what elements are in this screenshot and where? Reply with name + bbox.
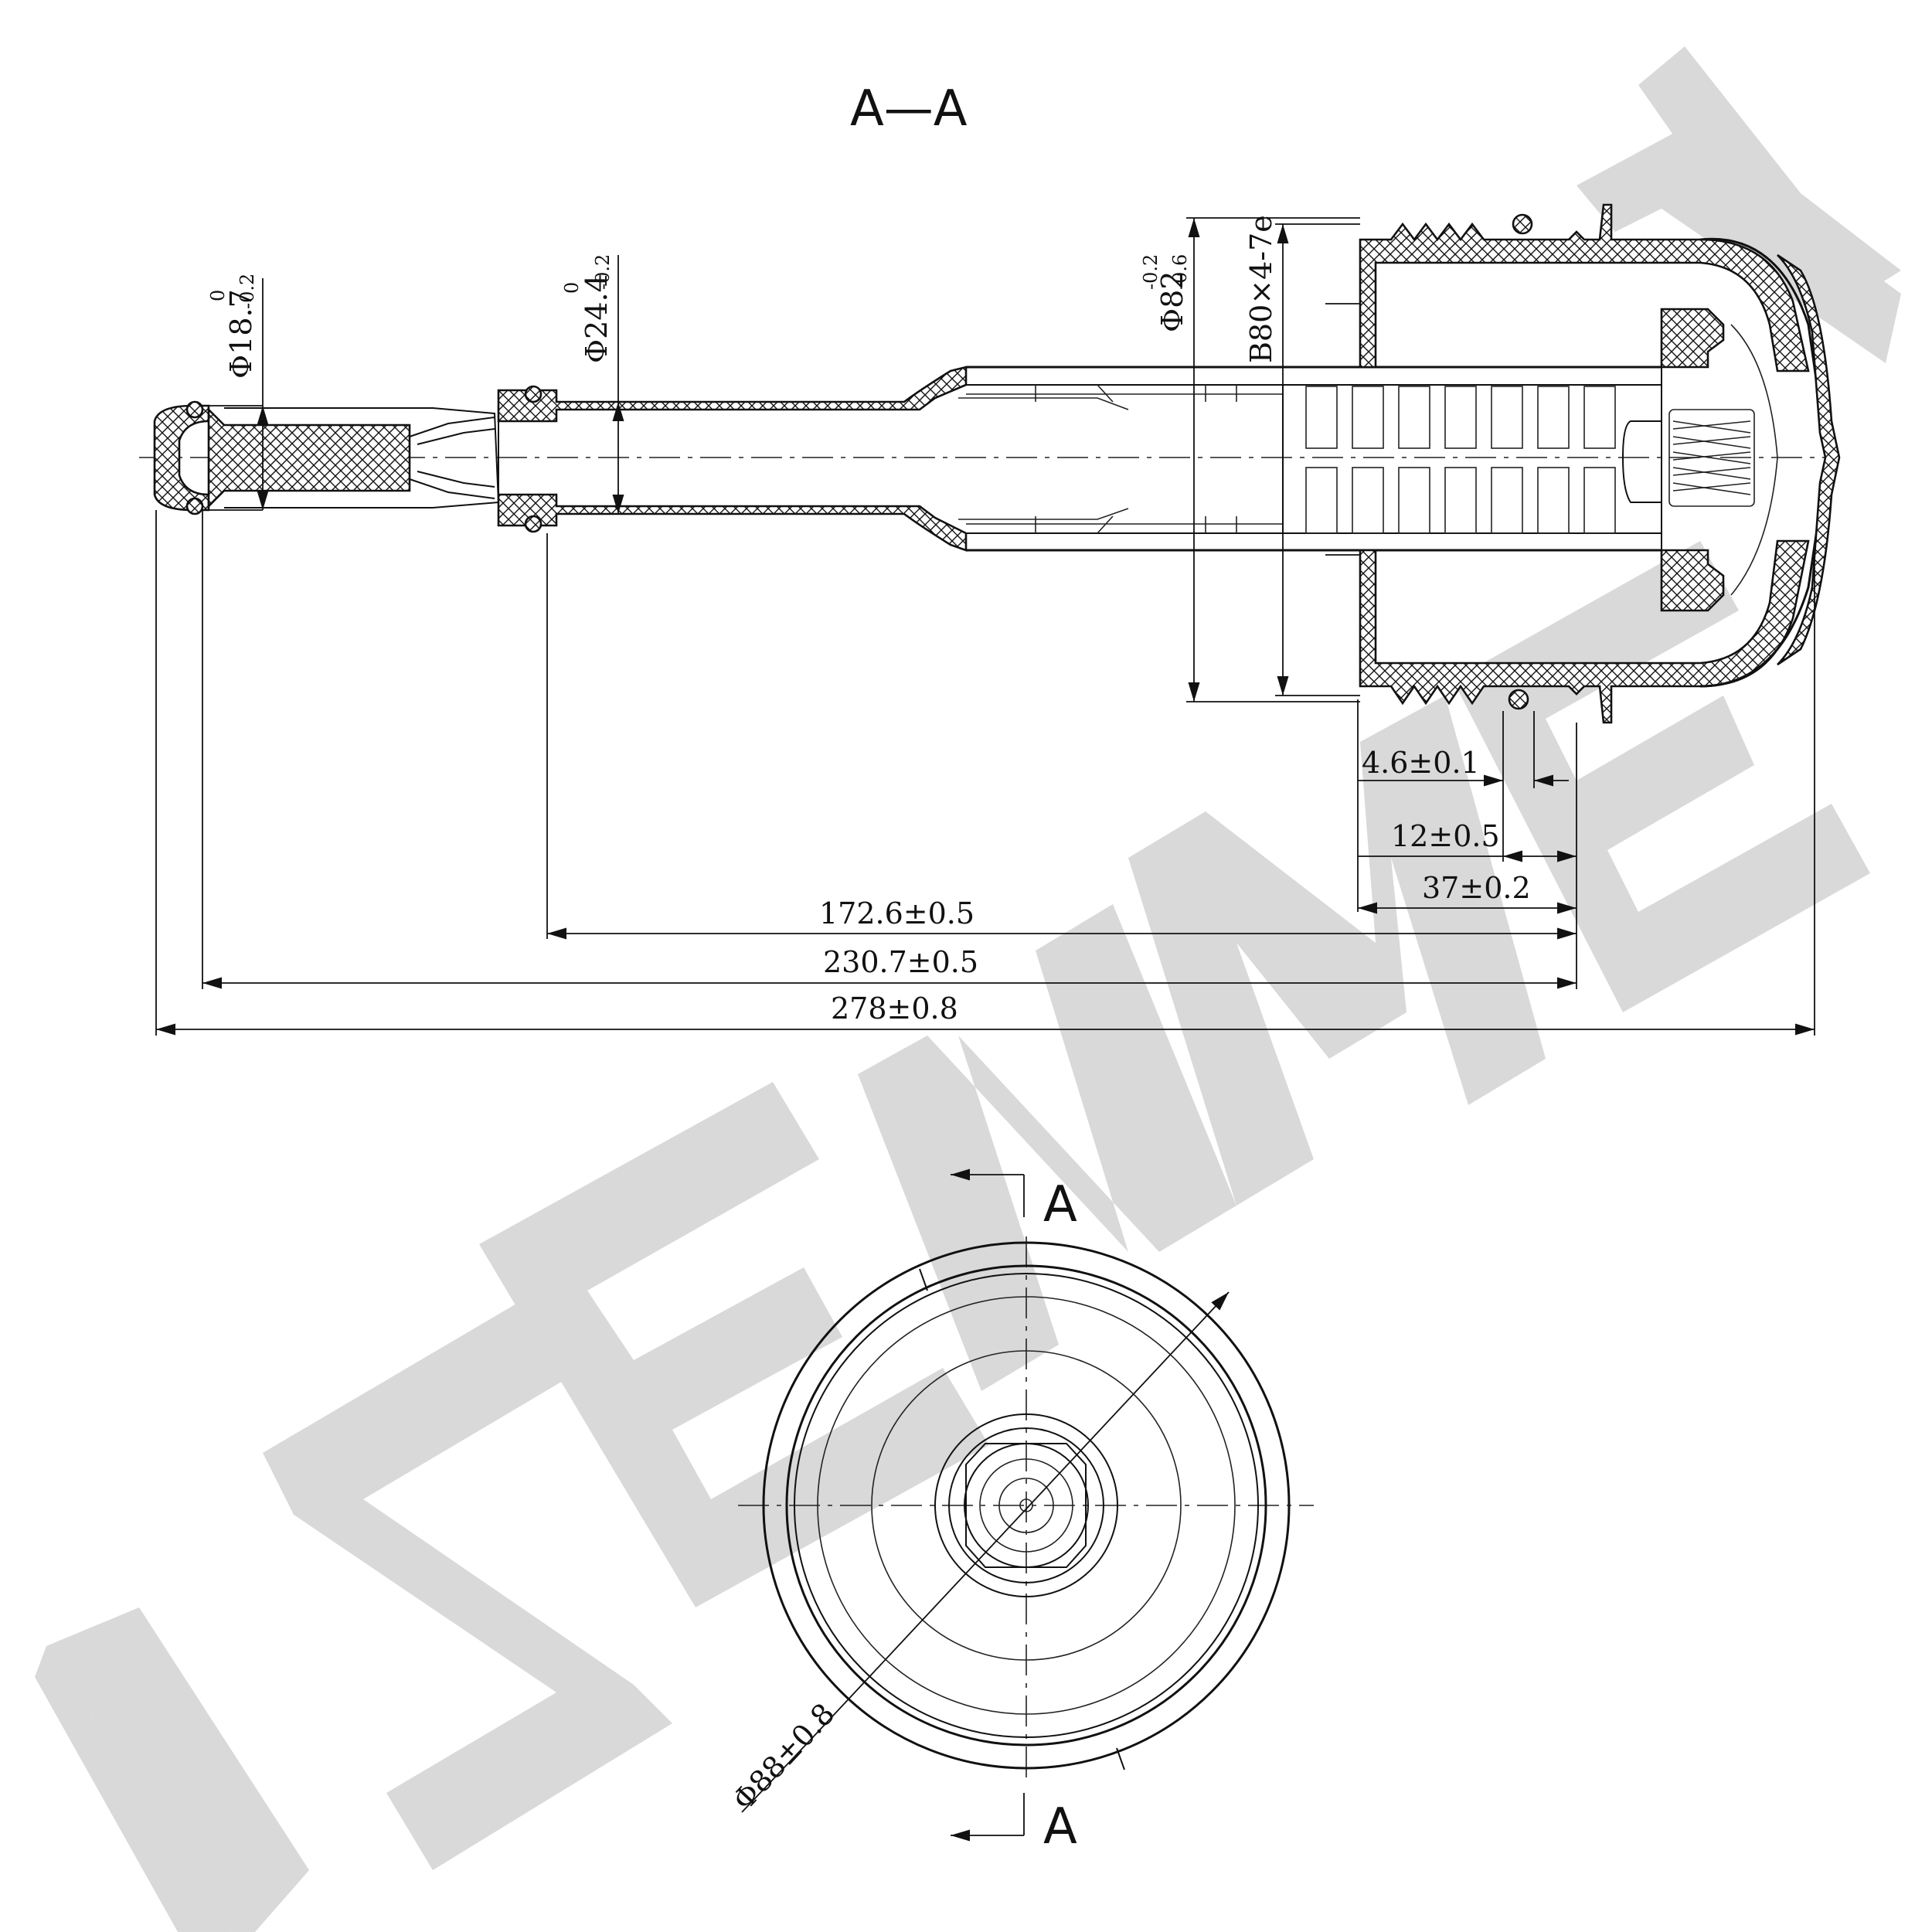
dim-l278-label: 278±0.8: [831, 992, 958, 1026]
dim-d82: Φ82 -0.2 -0.6: [1140, 217, 1360, 702]
dim-d24: Φ24.4 0 -0.2: [556, 254, 624, 515]
dim-d88-label: Φ88±0.8: [726, 1696, 841, 1817]
section-cut-markers: A A: [951, 1168, 1077, 1855]
dim-l46-label: 4.6±0.1: [1362, 746, 1480, 780]
section-mark-top: A: [1043, 1176, 1077, 1233]
dim-l172-label: 172.6±0.5: [819, 896, 975, 930]
dim-lengths: 4.6±0.1 12±0.5 37±0.2 172.6±0.5 230.7±0.…: [155, 510, 1815, 1036]
dim-d24-lower: -0.2: [592, 254, 614, 290]
dim-d18-lower: -0.2: [236, 274, 258, 309]
dim-d18-upper: 0: [207, 290, 229, 301]
dim-l230-label: 230.7±0.5: [823, 945, 978, 979]
section-title: A—A: [850, 80, 968, 138]
dim-d24-upper: 0: [561, 282, 583, 294]
dim-d82-label: Φ82: [1155, 270, 1189, 332]
dim-thread-label: B80×4-7e: [1244, 215, 1278, 363]
dim-d82-lower: -0.6: [1169, 254, 1191, 290]
dim-l12-label: 12±0.5: [1391, 819, 1500, 853]
dim-d18: Φ18.7 0 -0.2: [207, 274, 269, 511]
dim-l37-label: 37±0.2: [1422, 871, 1531, 905]
section-mark-bottom: A: [1043, 1798, 1077, 1855]
dim-d82-upper: -0.2: [1140, 254, 1162, 290]
dim-d24-label: Φ24.4: [580, 274, 614, 363]
dim-thread: B80×4-7e: [1244, 215, 1360, 696]
dim-d18-label: Φ18.7: [224, 289, 258, 379]
